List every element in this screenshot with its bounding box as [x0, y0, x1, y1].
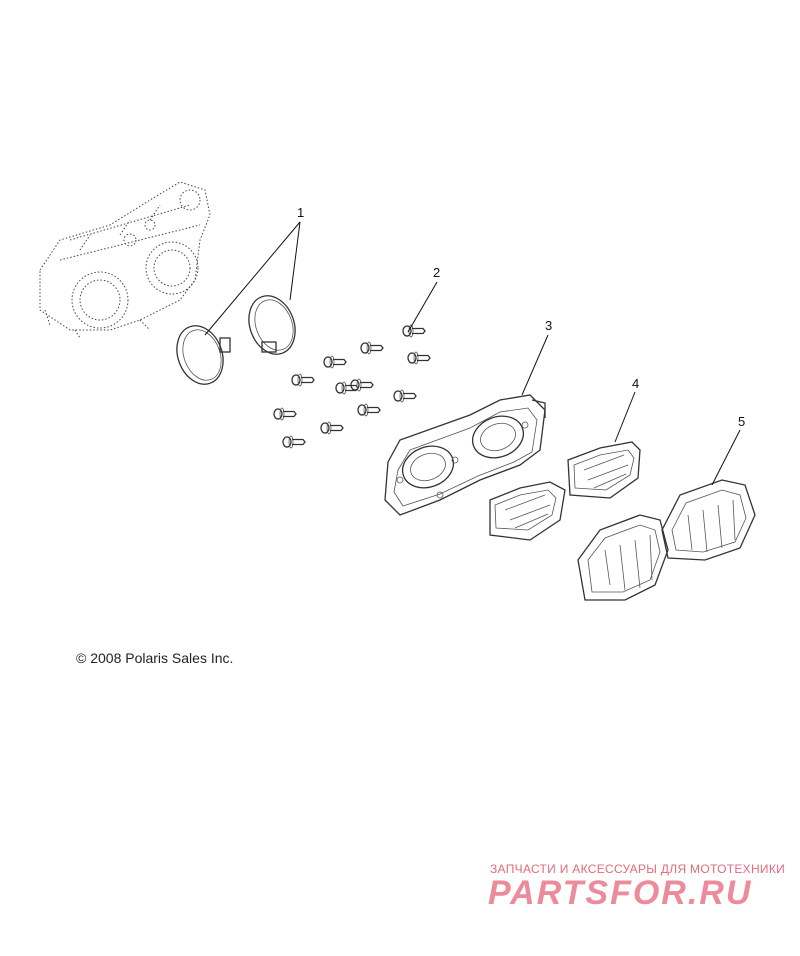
bolt [335, 381, 359, 395]
reed-valve-right [661, 479, 756, 561]
reed-block-gasket [384, 394, 546, 516]
bolt [291, 373, 315, 387]
bolt [273, 407, 297, 421]
bolt [360, 341, 384, 355]
leader-lines [204, 221, 741, 486]
reed-valve-left [577, 514, 669, 601]
reed-cage-left [489, 481, 566, 541]
bolt [407, 351, 431, 365]
callout-2: 2 [433, 265, 440, 280]
hose-clamp-right [248, 295, 296, 355]
callout-5: 5 [738, 414, 745, 429]
bolt [357, 403, 381, 417]
bolt [350, 378, 374, 392]
bolt [402, 324, 426, 338]
watermark-logo: PARTSFOR.RU [488, 874, 753, 912]
watermark-tagline: ЗАПЧАСТИ И АКСЕССУАРЫ ДЛЯ МОТОТЕХНИКИ [490, 862, 786, 876]
bolt [393, 389, 417, 403]
throttle-body-assembly [39, 181, 211, 339]
callout-3: 3 [545, 318, 552, 333]
hose-clamp-left [176, 325, 231, 385]
callout-4: 4 [632, 376, 639, 391]
reed-cage-right [567, 441, 641, 499]
bolt-group [273, 324, 431, 449]
bolt [323, 355, 347, 369]
bolt [282, 435, 306, 449]
callout-1: 1 [297, 205, 304, 220]
copyright-text: © 2008 Polaris Sales Inc. [76, 650, 234, 666]
bolt [320, 421, 344, 435]
